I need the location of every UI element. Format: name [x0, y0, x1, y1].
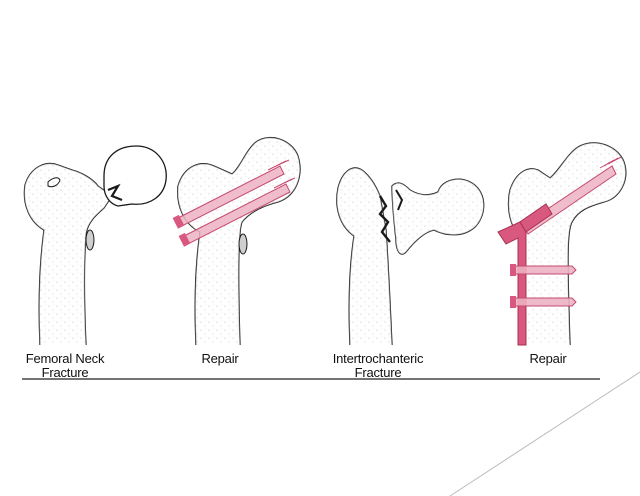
- caption-repair-plate: Repair: [498, 352, 598, 366]
- cannulated-screw-upper: [172, 159, 290, 229]
- caption-line: Repair: [529, 351, 567, 366]
- caption-repair-screws: Repair: [170, 352, 270, 366]
- caption-intertrochanteric-fracture: Intertrochanteric Fracture: [318, 352, 438, 380]
- corner-accent-line: [449, 371, 640, 496]
- cannulated-screw-lower: [178, 177, 296, 247]
- caption-line: Intertrochanteric: [332, 351, 424, 366]
- cortical-screw-1: [511, 265, 577, 275]
- side-plate-device: [497, 156, 622, 346]
- femur-neck-fracture: [23, 145, 167, 346]
- femoral-head-1: [103, 145, 167, 207]
- femur-screw-repair: [172, 137, 301, 346]
- femur-intertrochanteric-fracture: [336, 167, 485, 346]
- caption-femoral-neck-fracture: Femoral Neck Fracture: [10, 352, 120, 380]
- side-plate: [497, 221, 527, 346]
- femur-plate-repair: [497, 142, 627, 346]
- cortical-screw-2: [511, 297, 577, 307]
- caption-line: Fracture: [41, 365, 89, 380]
- caption-line: Femoral Neck: [25, 351, 105, 366]
- caption-line: Repair: [201, 351, 239, 366]
- caption-line: Fracture: [354, 365, 402, 380]
